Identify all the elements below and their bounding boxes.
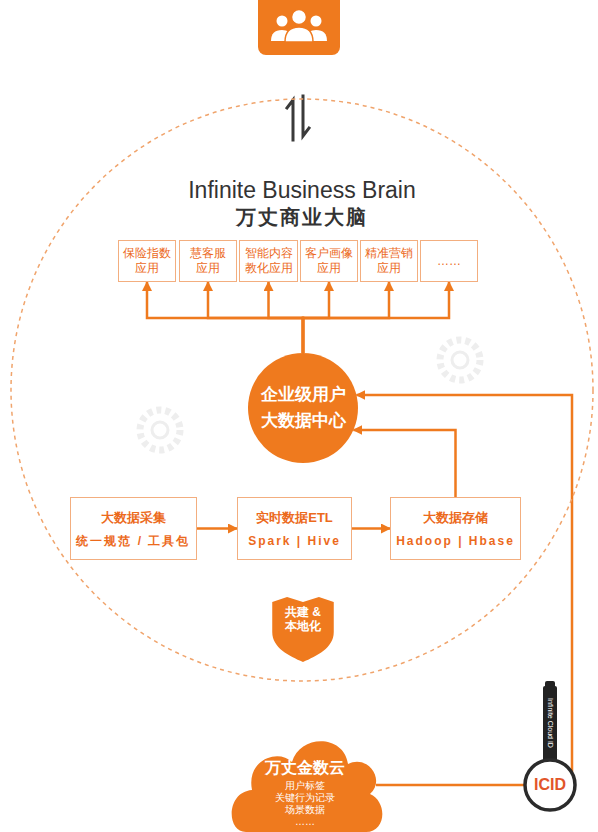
connector [303,282,449,353]
node-text: 共建 & 本地化 [285,605,321,633]
connector [269,282,304,353]
icid-circle: ICID [523,758,577,812]
node-text: 大数据采集 [101,509,166,527]
node-text: Hadoop | Hbase [396,533,515,549]
exchange-arrows [287,96,309,140]
data-center-circle-outline [248,353,358,463]
data-center-circle: 企业级用户 大数据中心 [248,353,358,463]
key-label: Infinite Cloud ID [546,698,555,748]
node-text: 保险指数 应用 [123,246,171,276]
node-text: 慧客服 应用 [190,246,226,276]
gear [440,340,480,380]
connector [356,395,572,773]
label-text: Infinite Cloud ID [546,698,555,748]
application-box: 慧客服 应用 [179,240,237,282]
connector [376,784,525,787]
process-box: 大数据存储 Hadoop | Hbase [390,497,521,560]
connector [208,282,303,353]
node-text: 万丈商业大脑 [236,204,368,230]
application-box: 保险指数 应用 [118,240,176,282]
node-text: 统一规范 / 工具包 [76,533,190,549]
node-text: 智能内容 教化应用 [245,246,293,276]
node-text: 万丈金数云 [265,758,345,778]
gear [140,410,180,450]
brain-region: Infinite Business Brain万丈商业大脑保险指数 应用慧客服 … [10,98,594,682]
process-box: 大数据采集统一规范 / 工具包 [70,497,197,560]
application-box: …… [420,240,478,282]
node-text: Spark | Hive [248,533,341,549]
connector [352,527,390,530]
node-text: ICID [534,776,566,794]
application-box: 智能内容 教化应用 [239,240,298,282]
node-text: 大数据存储 [423,509,488,527]
node-text: …… [437,254,461,269]
shield-badge: 共建 & 本地化 [268,596,338,662]
node-text: 客户画像 应用 [305,246,353,276]
connector [147,282,303,353]
node-text: Infinite Business Brain [188,176,416,204]
node-text: 精准营销 应用 [365,246,413,276]
connector [353,430,455,497]
users-icon [258,0,340,55]
node-text: 企业级用户 大数据中心 [261,382,346,434]
application-box: 客户画像 应用 [300,240,358,282]
node-text: 实时数据ETL [256,509,333,527]
key-shaft [543,681,557,762]
application-box: 精准营销 应用 [360,240,418,282]
process-box: 实时数据ETL Spark | Hive [237,497,352,560]
connector [197,527,237,530]
node-text: 用户标签 关键行为记录 场景数据 …… [275,780,335,828]
cloud-shape: 万丈金数云用户标签 关键行为记录 场景数据 …… [228,730,382,832]
